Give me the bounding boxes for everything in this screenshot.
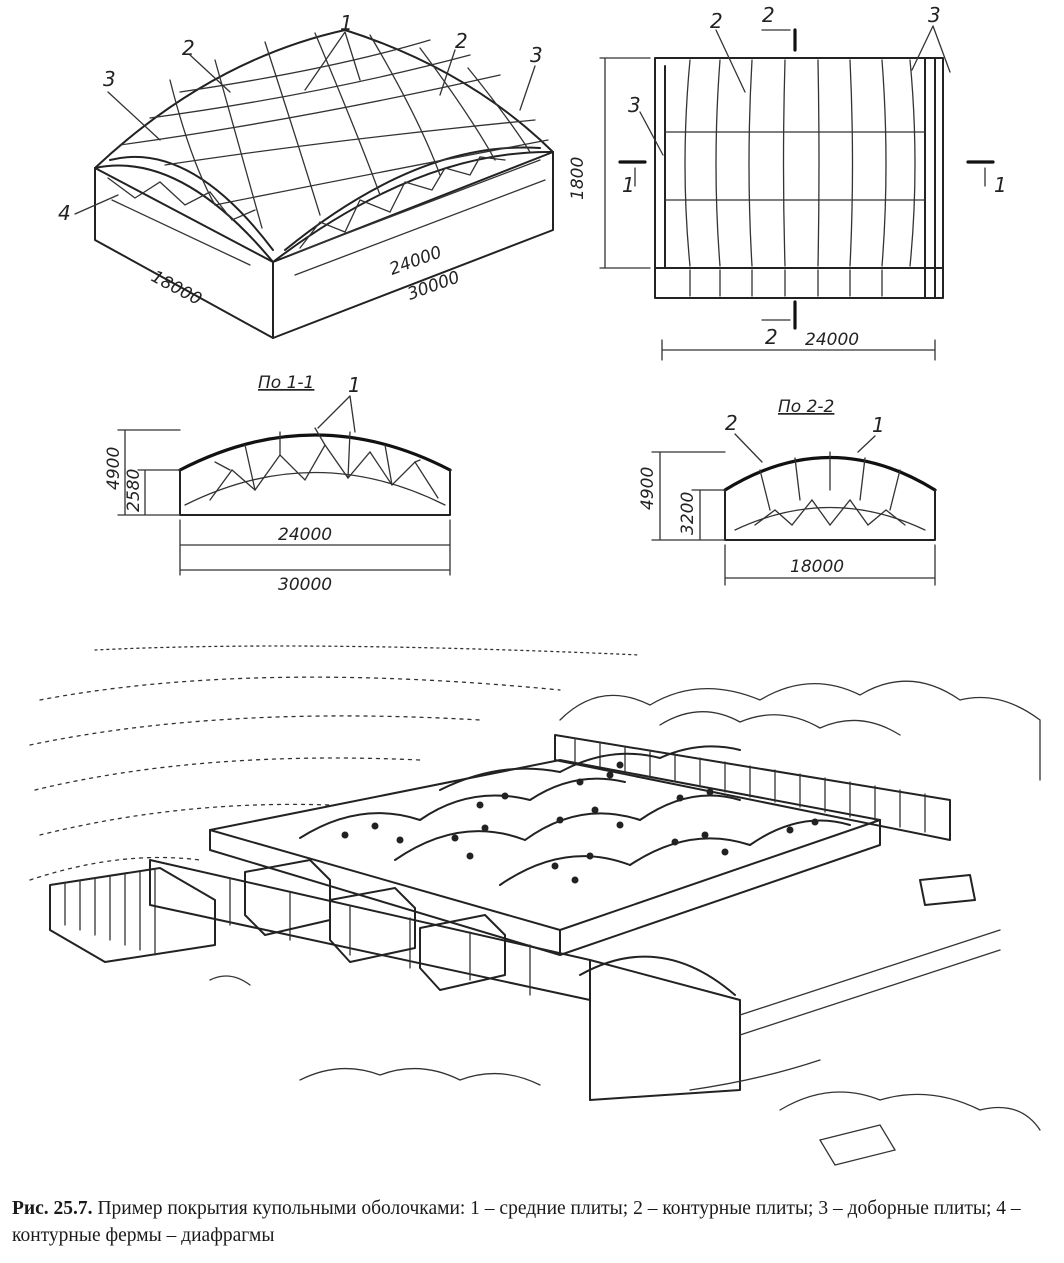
iso-dim-30000: 30000 [405,267,463,304]
section-2-2 [651,451,937,586]
iso-dim-18000: 18000 [148,267,205,310]
iso-label-3a: 3 [530,43,543,67]
section-1-dim-2580: 2580 [124,469,144,512]
technical-drawing: 1 2 2 3 3 4 18000 24000 30000 1800 24000… [29,3,1041,1166]
section-2-dim-18000: 18000 [790,557,844,577]
section-1-1 [117,427,452,576]
plan-dim-24000: 24000 [805,330,859,350]
perspective-illustration [29,645,1041,1166]
plan-label-3-top: 3 [928,3,941,27]
caption-text: Пример покрытия купольными оболочками: 1… [12,1198,1021,1246]
section-1-dim-24000: 24000 [278,525,332,545]
section-1-dim-30000: 30000 [278,575,332,595]
section-1-dim-4900: 4900 [104,447,124,490]
section-1-label-1: 1 [348,373,361,397]
section-2-label-1: 1 [872,413,885,437]
plan-section-1-right: 1 [994,173,1007,197]
iso-label-2a: 2 [182,36,195,60]
section-2-label-2: 2 [725,411,738,435]
iso-label-1: 1 [340,11,353,35]
section-2-dim-3200: 3200 [678,492,698,535]
section-2-title: По 2-2 [778,397,834,417]
section-1-title: По 1-1 [258,373,314,393]
section-2-dim-4900: 4900 [638,467,658,510]
plan-section-2-bottom: 2 [765,325,778,349]
plan-view [599,28,995,361]
figure-caption: Рис. 25.7. Пример покрытия купольными об… [12,1195,1056,1249]
plan-section-1-left: 1 [622,173,635,197]
plan-dim-1800: 1800 [568,157,588,200]
iso-label-4: 4 [58,201,71,225]
isometric-view [94,29,554,339]
skylight-dots [341,761,819,884]
iso-label-2b: 2 [455,29,468,53]
plan-section-2-top: 2 [762,3,775,27]
plan-label-2: 2 [710,9,723,33]
caption-label: Рис. 25.7. [12,1198,93,1219]
plan-label-3-left: 3 [628,93,641,117]
iso-label-3b: 3 [103,67,116,91]
dome-grid [299,745,851,886]
